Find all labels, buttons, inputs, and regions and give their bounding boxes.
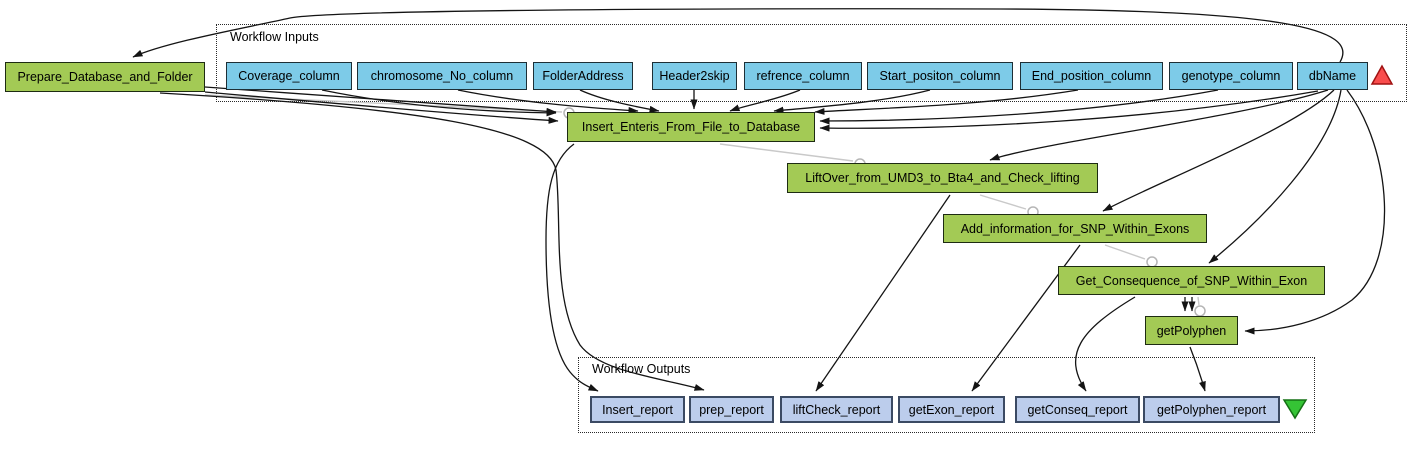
add-input-triangle-icon[interactable]	[1370, 64, 1394, 86]
workflow-inputs-label: Workflow Inputs	[230, 30, 319, 44]
workflow-outputs-group	[578, 357, 1315, 433]
processor-insert-enteris-from-file-to-database[interactable]: Insert_Enteris_From_File_to_Database	[567, 112, 815, 142]
input-start-positon-column[interactable]: Start_positon_column	[867, 62, 1013, 90]
output-prep-report[interactable]: prep_report	[689, 396, 774, 423]
output-getexon-report[interactable]: getExon_report	[898, 396, 1005, 423]
workflow-inputs-group	[216, 24, 1407, 102]
input-header2skip[interactable]: Header2skip	[652, 62, 737, 90]
output-liftcheck-report[interactable]: liftCheck_report	[780, 396, 893, 423]
add-output-triangle-icon[interactable]	[1282, 398, 1308, 420]
workflow-outputs-label: Workflow Outputs	[592, 362, 691, 376]
input-dbname[interactable]: dbName	[1297, 62, 1368, 90]
input-refrence-column[interactable]: refrence_column	[744, 62, 862, 90]
output-getconseq-report[interactable]: getConseq_report	[1015, 396, 1140, 423]
input-end-position-column[interactable]: End_position_column	[1020, 62, 1163, 90]
processor-add-information-for-snp-within-exons[interactable]: Add_information_for_SNP_Within_Exons	[943, 214, 1207, 243]
data-links	[132, 8, 1386, 392]
processor-prepare-database-and-folder[interactable]: Prepare_Database_and_Folder	[5, 62, 205, 92]
processor-getpolyphen[interactable]: getPolyphen	[1145, 316, 1238, 345]
input-coverage-column[interactable]: Coverage_column	[226, 62, 352, 90]
output-insert-report[interactable]: Insert_report	[590, 396, 685, 423]
input-chromosome-no-column[interactable]: chromosome_No_column	[357, 62, 527, 90]
processor-get-consequence-of-snp-within-exon[interactable]: Get_Consequence_of_SNP_Within_Exon	[1058, 266, 1325, 295]
processor-liftover-from-umd3-to-bta4-and-check-lifting[interactable]: LiftOver_from_UMD3_to_Bta4_and_Check_lif…	[787, 163, 1098, 193]
input-genotype-column[interactable]: genotype_column	[1169, 62, 1293, 90]
output-getpolyphen-report[interactable]: getPolyphen_report	[1143, 396, 1280, 423]
input-folderaddress[interactable]: FolderAddress	[533, 62, 633, 90]
